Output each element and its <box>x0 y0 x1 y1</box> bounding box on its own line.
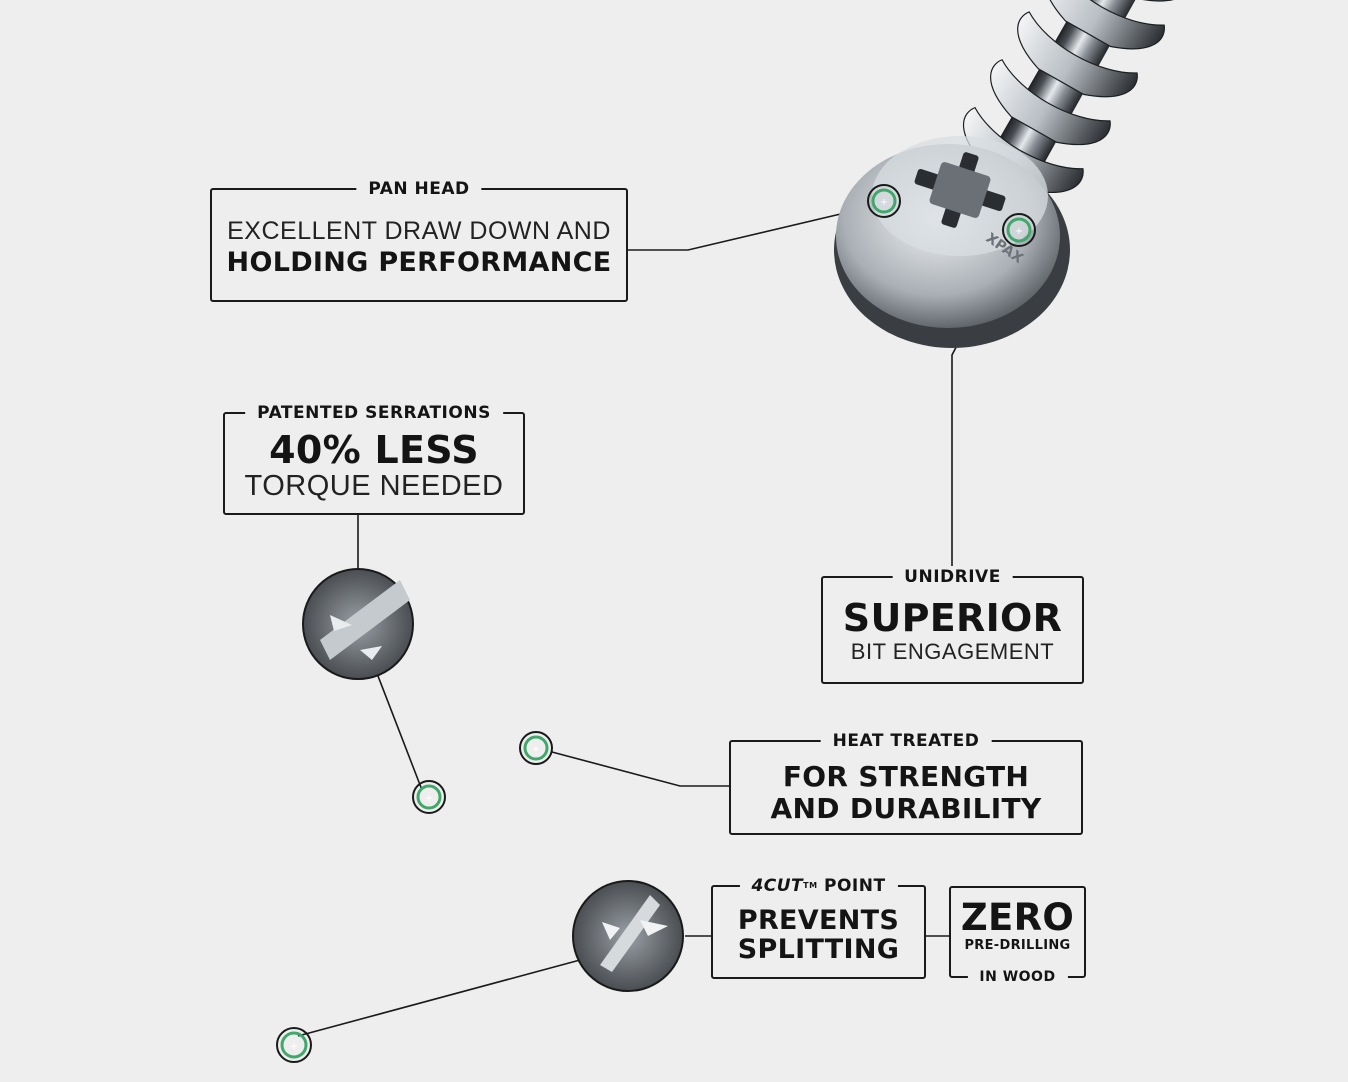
callout-headline: ZERO <box>960 896 1075 939</box>
zoom-serrations <box>302 568 414 680</box>
trademark: TM <box>803 881 818 890</box>
callout-heat-treated: HEAT TREATED FOR STRENGTH AND DURABILITY <box>729 730 1083 835</box>
callout-headline: FOR STRENGTH <box>782 760 1030 793</box>
callout-line: TORQUE NEEDED <box>244 470 504 502</box>
pan-head: XPAX <box>834 136 1070 348</box>
callout-line: EXCELLENT DRAW DOWN AND <box>227 217 611 245</box>
marker-pan-head: + <box>867 184 901 218</box>
callout-headline: HOLDING PERFORMANCE <box>226 247 612 278</box>
callout-headline: SUPERIOR <box>842 596 1063 640</box>
callout-tag: UNIDRIVE <box>892 566 1013 588</box>
brand-4cut: 4CUT <box>751 876 804 896</box>
svg-text:+: + <box>425 793 433 804</box>
callout-4cut-point: 4CUTTM POINT PREVENTS SPLITTING <box>711 875 926 979</box>
zoom-point <box>572 880 684 992</box>
callout-headline: AND DURABILITY <box>770 792 1042 825</box>
callout-zero: ZERO PRE-DRILLING IN WOOD <box>949 886 1086 988</box>
callout-pan-head: PAN HEAD EXCELLENT DRAW DOWN AND HOLDING… <box>210 178 628 302</box>
marker-serrations: + <box>412 780 446 814</box>
svg-text:+: + <box>290 1041 298 1052</box>
callout-tag: IN WOOD <box>967 966 1068 988</box>
callout-serrations: PATENTED SERRATIONS 40% LESS TORQUE NEED… <box>223 402 525 515</box>
tag-rest: POINT <box>817 876 886 896</box>
marker-point: + <box>276 1027 312 1063</box>
callout-headline: 40% LESS <box>269 428 479 472</box>
callout-unidrive: UNIDRIVE SUPERIOR BIT ENGAGEMENT <box>821 566 1084 684</box>
callout-line: BIT ENGAGEMENT <box>850 639 1055 664</box>
markers: + + + + + <box>276 184 1036 1063</box>
svg-text:+: + <box>1015 226 1023 237</box>
callout-line: PRE-DRILLING <box>964 938 1071 953</box>
callout-tag: PAN HEAD <box>356 178 482 200</box>
svg-text:+: + <box>880 197 888 208</box>
callout-tag: HEAT TREATED <box>820 730 992 752</box>
marker-unidrive: + <box>1002 213 1036 247</box>
svg-text:+: + <box>532 744 540 755</box>
callout-tag: 4CUTTM POINT <box>739 875 898 897</box>
callout-headline: SPLITTING <box>737 934 900 965</box>
marker-heat: + <box>519 731 553 765</box>
callout-tag: PATENTED SERRATIONS <box>245 402 503 424</box>
callout-headline: PREVENTS <box>737 905 900 936</box>
